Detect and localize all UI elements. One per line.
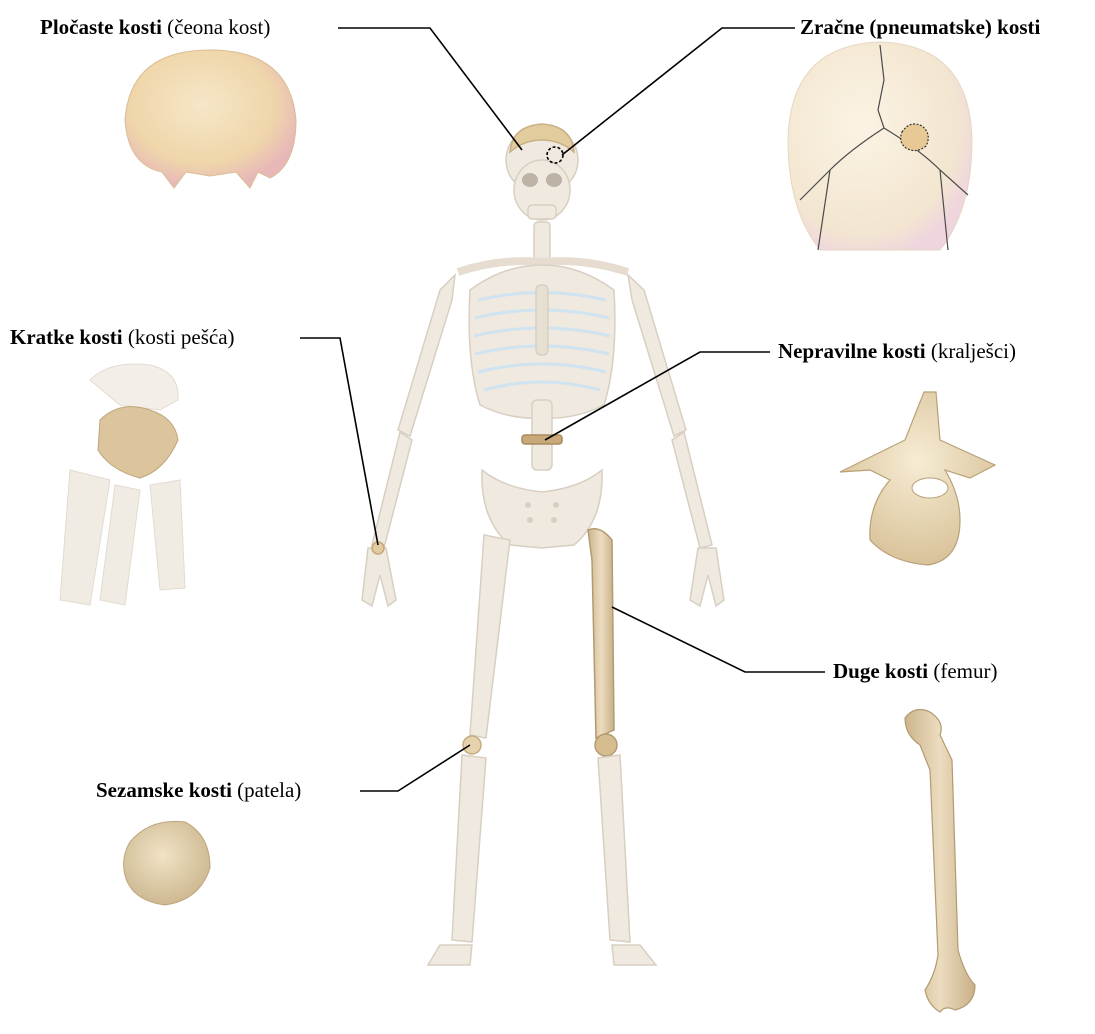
left-hand (690, 548, 724, 606)
occipital-skull-specimen (788, 42, 972, 250)
label-long-bones: Duge kosti (femur) (833, 661, 998, 682)
label-irregular-bones-detail: (kralješci) (931, 339, 1016, 363)
label-short-bones-term: Kratke kosti (10, 325, 123, 349)
femur-specimen (905, 710, 975, 1012)
skeleton (362, 124, 724, 965)
right-foot (428, 945, 472, 965)
sternum (536, 285, 548, 355)
vertebra-highlight (522, 435, 562, 444)
leader-sutural (562, 28, 795, 155)
label-sutural-bones-term: Zračne (pneumatske) kosti (800, 15, 1040, 39)
label-short-bones-detail: (kosti pešća) (128, 325, 235, 349)
right-humerus (398, 275, 455, 436)
label-flat-bones-detail: (čeona kost) (167, 15, 270, 39)
leader-short (300, 338, 378, 545)
left-foot (612, 945, 656, 965)
carpal-specimen (60, 364, 185, 605)
right-femur (470, 535, 510, 738)
patella-specimen (124, 821, 210, 905)
left-femur-highlight (588, 529, 614, 738)
label-sesamoid-bones: Sezamske kosti (patela) (96, 780, 301, 801)
label-irregular-bones-term: Nepravilne kosti (778, 339, 926, 363)
label-sesamoid-bones-term: Sezamske kosti (96, 778, 232, 802)
label-sesamoid-bones-detail: (patela) (237, 778, 301, 802)
left-humerus (628, 275, 686, 436)
left-forearm (672, 432, 712, 548)
frontal-bone-specimen (125, 50, 296, 188)
leader-flat (338, 28, 522, 150)
leader-long (612, 607, 825, 672)
label-long-bones-term: Duge kosti (833, 659, 928, 683)
label-long-bones-detail: (femur) (933, 659, 997, 683)
patella-highlight (463, 736, 481, 754)
label-flat-bones-term: Pločaste kosti (40, 15, 162, 39)
left-tibia (598, 755, 630, 942)
label-irregular-bones: Nepravilne kosti (kralješci) (778, 341, 1016, 362)
leader-sesamoid (360, 745, 470, 791)
right-forearm (372, 432, 412, 548)
label-flat-bones: Pločaste kosti (čeona kost) (40, 17, 270, 38)
label-short-bones: Kratke kosti (kosti pešća) (10, 327, 235, 348)
right-hand (362, 548, 396, 606)
label-sutural-bones: Zračne (pneumatske) kosti (800, 17, 1040, 38)
pelvis (482, 470, 602, 548)
vertebra-specimen (840, 392, 995, 565)
cervical-spine (534, 222, 550, 260)
right-tibia (452, 755, 486, 942)
wormian-bone (901, 124, 929, 151)
